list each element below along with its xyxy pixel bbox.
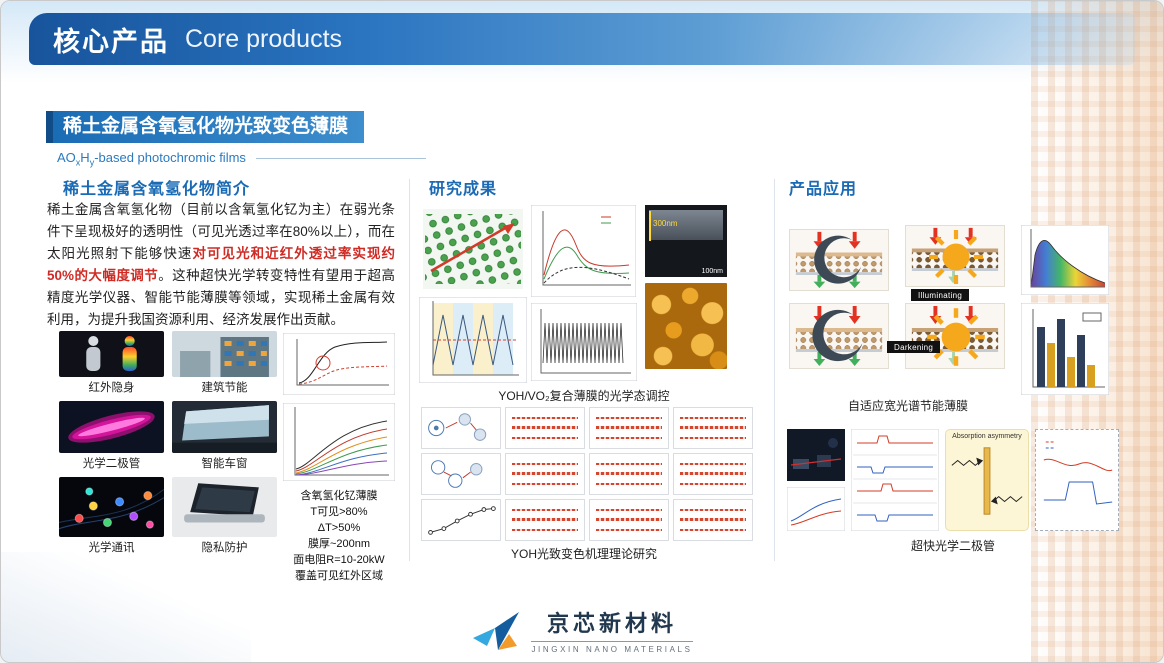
film-spec: T可见>80% — [310, 505, 368, 518]
fiber-optics-image — [59, 477, 164, 537]
sem-cross-section-image: 300nm 100nm — [645, 205, 727, 277]
mechanism-trace-panel — [673, 407, 753, 449]
gallery-caption: 建筑节能 — [201, 382, 248, 394]
experiment-photo — [787, 429, 845, 481]
gallery-item: 光学二极管 — [59, 401, 164, 471]
performance-bar-chart — [1021, 303, 1109, 395]
crystal-structure-diagram — [423, 209, 523, 289]
research-caption-mechanism: YOH光致变色机理理论研究 — [510, 547, 657, 561]
mechanism-diagram-panel — [421, 407, 501, 449]
privacy-laptop-image — [172, 477, 277, 537]
transmittance-chart — [283, 333, 395, 395]
column-divider-2 — [774, 179, 775, 561]
column-divider-1 — [409, 179, 410, 561]
section-title-text: 稀土金属含氧氢化物光致变色薄膜 — [53, 111, 365, 143]
cycling-chart — [419, 297, 527, 383]
mechanism-trace-panel — [673, 499, 753, 541]
application-gallery: 红外隐身 建筑节能 光学二极管 智能车窗 光学通讯 — [59, 331, 279, 555]
sem-scale-label: 100nm — [701, 268, 723, 275]
header-title-en: Core products — [185, 24, 343, 53]
mechanism-trace-panel — [505, 499, 585, 541]
mechanism-trace-panel — [505, 453, 585, 495]
mechanism-line-chart-panel — [421, 499, 501, 541]
film-title: 含氧氢化钇薄膜 — [300, 490, 378, 502]
thermal-image — [59, 331, 164, 377]
darkening-label: Darkening — [887, 341, 941, 353]
applications-column: Illuminating Darkening 自适应宽光谱节能薄膜 Absorp… — [783, 201, 1143, 563]
intro-paragraph: 稀土金属含氧氢化物（目前以含氧氢化钇为主）在弱光条件下呈现极好的透明性（可见光透… — [47, 202, 396, 327]
company-name: 京芯新材料 JINGXIN NANO MATERIALS — [531, 606, 693, 654]
company-logo-icon — [473, 612, 520, 650]
mechanism-trace-panel — [673, 453, 753, 495]
sem-depth-label: 300nm — [653, 219, 678, 228]
oscillation-chart — [531, 303, 637, 381]
signal-trace-chart — [851, 429, 939, 531]
gallery-item: 隐私防护 — [172, 477, 277, 555]
film-spec: 覆盖可见红外区域 — [295, 569, 383, 582]
research-heading: 研究成果 — [429, 181, 498, 198]
intro-highlight: 对可见光和近红外透过率实现约50%的大幅度调节 — [47, 246, 396, 283]
company-name-en: JINGXIN NANO MATERIALS — [531, 641, 693, 654]
film-schematic-transparent-2 — [789, 303, 889, 369]
spectral-family-chart — [283, 403, 395, 481]
research-caption-optical: YOH/VO₂复合薄膜的光学态调控 — [498, 389, 670, 403]
applications-caption-diode: 超快光学二极管 — [910, 539, 995, 553]
research-column: 300nm 100nm YOH/VO₂复合薄膜的光学态调控 YOH光致变色机理理… — [417, 201, 767, 563]
section-subtitle: AOxHy-based photochromic films — [57, 150, 426, 168]
gallery-caption: 智能车窗 — [201, 458, 248, 470]
absorption-asymmetry-diagram: Absorption asymmetry — [945, 429, 1029, 531]
mechanism-diagram-panel — [421, 453, 501, 495]
gallery-caption: 光学通讯 — [88, 542, 135, 554]
afm-surface-image — [645, 283, 727, 369]
film-schematic-transparent-1 — [789, 229, 889, 291]
film-spec: 面电阻R=10-20kW — [293, 553, 385, 566]
moon-icon — [814, 235, 861, 284]
title-accent-bar — [46, 111, 53, 143]
intro-heading: 稀土金属含氧氢化物简介 — [63, 181, 251, 198]
mechanism-trace-panel — [505, 407, 585, 449]
subtitle-text: AOxHy-based photochromic films — [57, 150, 246, 168]
footer: 京芯新材料 JINGXIN NANO MATERIALS — [1, 606, 1163, 654]
gallery-item: 智能车窗 — [172, 401, 277, 471]
sun-icon — [929, 230, 983, 284]
gallery-caption: 光学二极管 — [82, 458, 141, 470]
subtitle-rule — [255, 158, 426, 160]
film-schematic-darkened-1 — [905, 225, 1005, 287]
moon-icon — [812, 309, 863, 362]
diode-response-chart — [1035, 429, 1119, 531]
gallery-item: 光学通讯 — [59, 477, 164, 555]
film-data-column: 含氧氢化钇薄膜 T可见>80% ΔT>50% 膜厚~200nm 面电阻R=10-… — [283, 333, 395, 585]
film-specs: 含氧氢化钇薄膜 T可见>80% ΔT>50% 膜厚~200nm 面电阻R=10-… — [283, 489, 395, 585]
sem-film-layer — [649, 210, 723, 240]
applications-heading: 产品应用 — [789, 181, 858, 198]
gallery-caption: 红外隐身 — [88, 382, 135, 394]
building-energy-image — [172, 331, 277, 377]
gallery-item: 红外隐身 — [59, 331, 164, 395]
film-spec: ΔT>50% — [317, 521, 361, 534]
gallery-item: 建筑节能 — [172, 331, 277, 395]
section-title: 稀土金属含氧氢化物光致变色薄膜 — [46, 111, 365, 143]
mechanism-trace-panel — [589, 407, 669, 449]
film-spec: 膜厚~200nm — [307, 537, 371, 550]
optical-spectra-chart — [531, 205, 636, 297]
sem-depth-bracket — [649, 211, 651, 241]
header-banner: 核心产品 Core products — [29, 13, 1135, 65]
smart-window-image — [172, 401, 277, 453]
response-mini-chart — [787, 487, 845, 531]
optical-diode-image — [59, 401, 164, 453]
company-name-zh: 京芯新材料 — [546, 611, 677, 636]
applications-caption-film: 自适应宽光谱节能薄膜 — [847, 399, 968, 413]
city-backdrop — [1, 552, 251, 662]
gallery-caption: 隐私防护 — [201, 542, 248, 554]
film-schematic-darkened-2 — [905, 303, 1005, 369]
mechanism-panel-grid — [421, 407, 755, 541]
mechanism-trace-panel — [589, 499, 669, 541]
header-title-zh: 核心产品 — [53, 26, 169, 57]
solar-spectrum-chart — [1021, 225, 1109, 295]
sun-icon — [927, 308, 985, 366]
illuminating-label: Illuminating — [911, 289, 970, 301]
absorption-title: Absorption asymmetry — [952, 433, 1022, 440]
mechanism-trace-panel — [589, 453, 669, 495]
